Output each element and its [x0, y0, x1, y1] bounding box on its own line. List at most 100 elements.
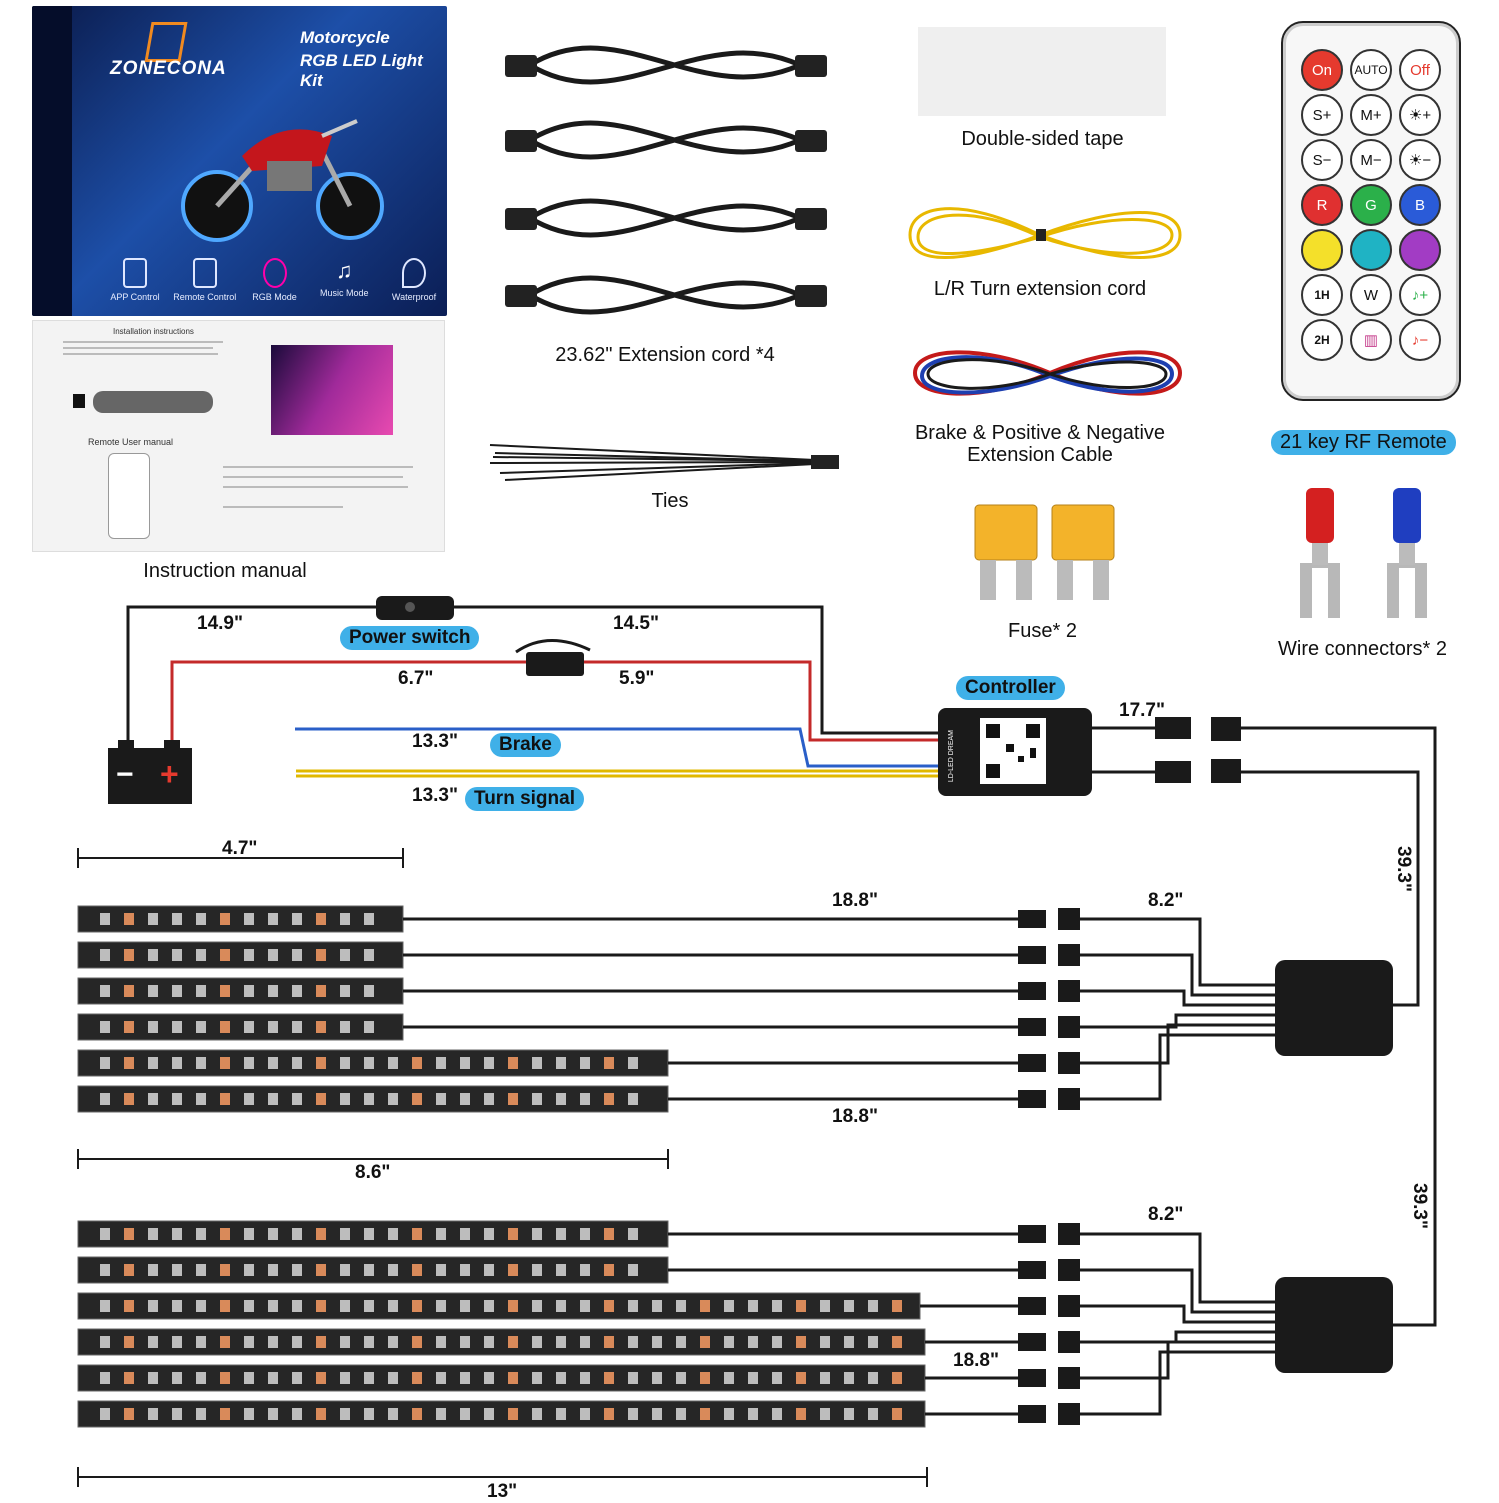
box-side-panel: [32, 6, 72, 316]
tag-brake: Brake: [490, 733, 561, 757]
tag-controller: Controller: [956, 676, 1065, 700]
turn-extension-cord-icon: [908, 207, 1182, 259]
strip-connector-male: [1018, 1261, 1046, 1279]
remote-on-button[interactable]: On: [1301, 49, 1343, 91]
hub-wire: [1080, 1340, 1275, 1380]
led-strip: [77, 1085, 669, 1113]
remote-yellow-button[interactable]: [1301, 229, 1343, 271]
remote-purple-button[interactable]: [1399, 229, 1441, 271]
remote-icon: [192, 258, 217, 288]
remote-green-button[interactable]: G: [1350, 184, 1392, 226]
caption-brake-cable: Brake & Positive & Negative Extension Ca…: [890, 422, 1190, 466]
led-strip: [77, 1364, 926, 1392]
hub-wire: [1080, 1023, 1275, 1065]
phone-icon: [123, 258, 147, 288]
remote-red-button[interactable]: R: [1301, 184, 1343, 226]
box-title-line2: RGB LED Light Kit: [300, 51, 423, 90]
feature-rgb: RGB Mode: [242, 258, 308, 302]
strip-connector-male: [1018, 1225, 1046, 1243]
strip-connector-female: [1058, 1367, 1080, 1389]
strip-connector-male: [1018, 1018, 1046, 1036]
battery-negative-symbol: −: [116, 758, 134, 791]
hub-wire: [1080, 917, 1275, 987]
remote-mode-up-button[interactable]: M+: [1350, 94, 1392, 136]
remote-speed-down-button[interactable]: S−: [1301, 139, 1343, 181]
brake-cable-icon: [912, 350, 1183, 396]
fuse-icon: [974, 504, 1115, 600]
hub-lower-icon: [1275, 1277, 1393, 1373]
manual-heading: Installation instructions: [113, 327, 194, 336]
remote-blue-button[interactable]: B: [1399, 184, 1441, 226]
battery-positive-symbol: +: [160, 756, 179, 792]
hub-wire: [1080, 989, 1275, 1007]
dim-13-3-turn: 13.3": [412, 785, 458, 806]
dim-8-2-upper: 8.2": [1148, 890, 1184, 911]
led-strip: [77, 1256, 669, 1284]
waterdrop-icon: [402, 258, 426, 288]
remote-white-button[interactable]: W: [1350, 274, 1392, 316]
product-box: ZONECONA Motorcycle RGB LED Light Kit AP…: [32, 6, 447, 316]
caption-turn-extension: L/R Turn extension cord: [933, 278, 1147, 300]
remote-cyan-button[interactable]: [1350, 229, 1392, 271]
caption-ties: Ties: [651, 490, 689, 512]
remote-brightness-down-button[interactable]: ☀−: [1399, 139, 1441, 181]
instruction-manual-sheet: Installation instructions Remote User ma…: [32, 320, 445, 552]
dim-14-9: 14.9": [197, 613, 243, 634]
dim-18-8-lower: 18.8": [953, 1350, 999, 1371]
led-strip: [77, 1013, 404, 1041]
remote-timer-1h-button[interactable]: 1H: [1301, 274, 1343, 316]
remote-mic-down-button[interactable]: ♪−: [1399, 319, 1441, 361]
led-strip: [77, 905, 404, 933]
strip-connector-male: [1018, 1054, 1046, 1072]
dim-6-7: 6.7": [398, 668, 434, 689]
caption-wire-connectors: Wire connectors* 2: [1278, 638, 1447, 660]
hub-wire: [1080, 1013, 1275, 1029]
feature-remote: Remote Control: [172, 258, 238, 302]
hub-upper-icon: [1275, 960, 1393, 1056]
hub-wire: [1080, 1232, 1275, 1304]
strip-connector-female: [1058, 1052, 1080, 1074]
remote-mic-up-button[interactable]: ♪+: [1399, 274, 1441, 316]
caption-fuse: Fuse* 2: [1008, 620, 1077, 642]
rf-remote: On AUTO Off S+ M+ ☀+ S− M− ☀− R G B 1H W…: [1281, 21, 1461, 401]
tag-remote: 21 key RF Remote: [1271, 430, 1456, 455]
remote-auto-button[interactable]: AUTO: [1350, 49, 1392, 91]
battery-icon: [108, 748, 192, 804]
dim-13-3-brake: 13.3": [412, 731, 458, 752]
strip-connector-female: [1058, 1088, 1080, 1110]
dim-18-8-upper: 18.8": [832, 890, 878, 911]
remote-mic-mode-button[interactable]: ▥: [1350, 319, 1392, 361]
led-strip: [77, 1220, 669, 1248]
remote-brightness-up-button[interactable]: ☀+: [1399, 94, 1441, 136]
feature-waterproof: Waterproof: [381, 258, 447, 302]
dim-5-9: 5.9": [619, 668, 655, 689]
hub-wire: [1080, 1304, 1275, 1324]
strip-connector-female: [1058, 1016, 1080, 1038]
remote-timer-2h-button[interactable]: 2H: [1301, 319, 1343, 361]
rgb-icon: [262, 258, 287, 288]
led-strip: [77, 1292, 921, 1320]
fuse-holder-icon: [526, 652, 584, 676]
led-strip: [77, 1328, 926, 1356]
extension-cords-icon: [505, 45, 827, 315]
dim-14-5: 14.5": [613, 613, 659, 634]
remote-mode-down-button[interactable]: M−: [1350, 139, 1392, 181]
box-title-line1: Motorcycle: [300, 28, 390, 47]
motorcycle-icon: [181, 119, 384, 242]
strip-connector-female: [1058, 944, 1080, 966]
hub-wire: [1080, 1330, 1275, 1344]
manual-remote-heading: Remote User manual: [88, 437, 174, 447]
dim-39-3-lower: 39.3": [1409, 1183, 1430, 1229]
strip-connector-male: [1018, 946, 1046, 964]
strip-connector-female: [1058, 1223, 1080, 1245]
strip-connector-male: [1018, 1369, 1046, 1387]
strip-connector-male: [1018, 910, 1046, 928]
hub-wire: [1080, 1350, 1275, 1416]
cable-ties-icon: [489, 444, 839, 481]
strip-connector-female: [1058, 980, 1080, 1002]
strip-connector-female: [1058, 908, 1080, 930]
remote-off-button[interactable]: Off: [1399, 49, 1441, 91]
strip-connector-male: [1018, 1090, 1046, 1108]
remote-speed-up-button[interactable]: S+: [1301, 94, 1343, 136]
